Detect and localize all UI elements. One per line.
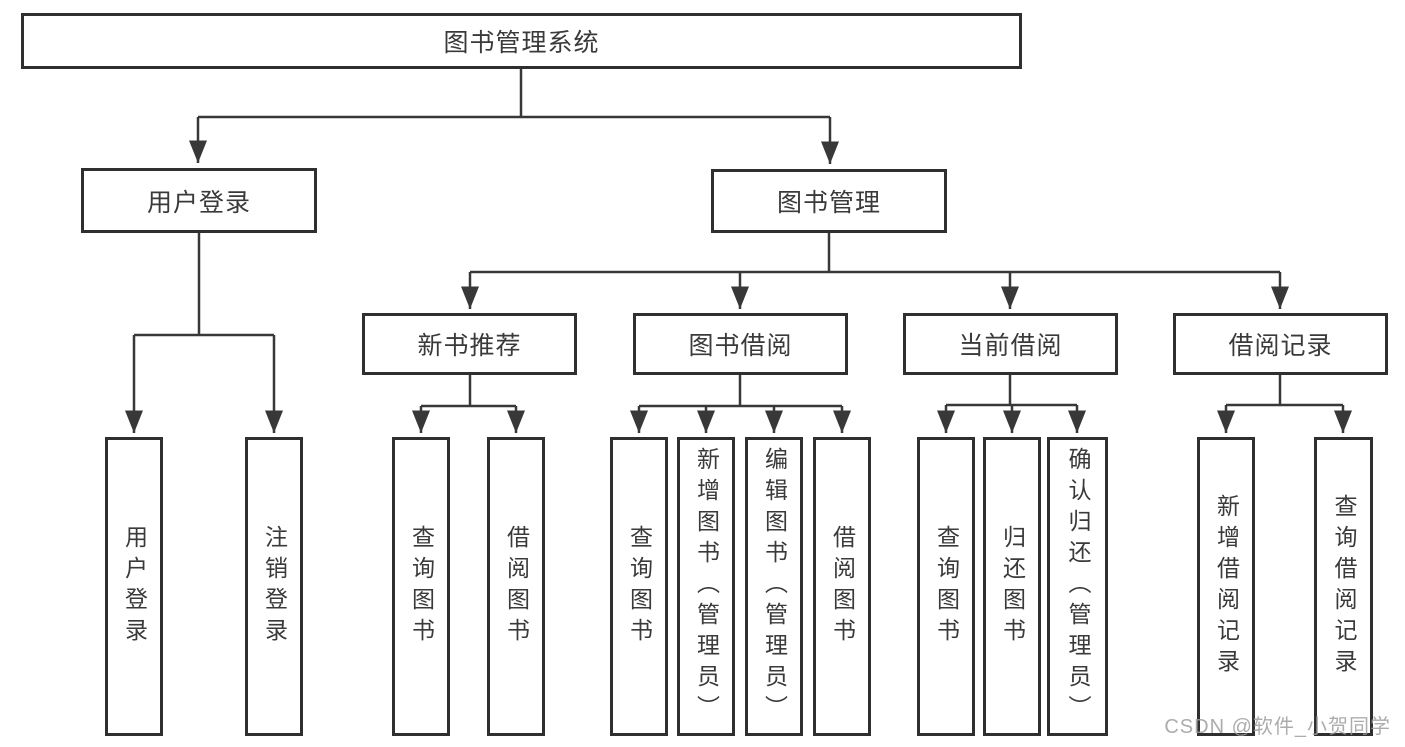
leaf-user-login: 用户登录 [105, 437, 163, 736]
leaf-label: 借阅图书 [829, 524, 856, 649]
node-user-login: 用户登录 [81, 168, 317, 233]
leaf-label: 查询图书 [626, 524, 653, 649]
leaf-query-books-current: 查询图书 [917, 437, 975, 736]
leaf-label: 注销登录 [261, 524, 288, 649]
node-label: 借阅记录 [1228, 332, 1333, 360]
leaf-borrow-books-recommend: 借阅图书 [487, 437, 545, 736]
leaf-label: 查询图书 [408, 524, 435, 649]
leaf-return-books: 归还图书 [983, 437, 1041, 736]
node-borrow-records: 借阅记录 [1173, 313, 1388, 375]
leaf-label: 用户登录 [121, 524, 148, 649]
leaf-label: 新增图书（管理员） [693, 447, 720, 726]
node-book-management: 图书管理 [711, 169, 947, 233]
leaf-query-books-borrow: 查询图书 [610, 437, 668, 736]
leaf-add-borrow-record: 新增借阅记录 [1197, 437, 1255, 736]
leaf-label: 查询图书 [933, 524, 960, 649]
node-current-borrow: 当前借阅 [903, 313, 1118, 375]
node-label: 图书管理 [776, 189, 881, 217]
leaf-label: 查询借阅记录 [1331, 493, 1357, 680]
node-label: 用户登录 [146, 188, 251, 217]
leaf-label: 新增借阅记录 [1213, 493, 1240, 680]
node-label: 当前借阅 [958, 332, 1063, 360]
leaf-borrow-books: 借阅图书 [813, 437, 871, 736]
leaf-edit-books-admin: 编辑图书（管理员） [745, 437, 803, 736]
leaf-add-books-admin: 新增图书（管理员） [677, 437, 735, 736]
leaf-query-books-recommend: 查询图书 [392, 437, 450, 736]
leaf-label: 确认归还（管理员） [1065, 447, 1091, 726]
leaf-label: 归还图书 [999, 524, 1026, 649]
node-label: 新书推荐 [417, 332, 522, 360]
leaf-confirm-return-admin: 确认归还（管理员） [1047, 437, 1108, 736]
node-library-system: 图书管理系统 [21, 13, 1022, 69]
node-book-borrow: 图书借阅 [633, 313, 848, 375]
node-label: 图书借阅 [688, 332, 793, 360]
leaf-logout: 注销登录 [245, 437, 303, 736]
csdn-watermark: CSDN @软件_小贺同学 [1164, 716, 1391, 738]
leaf-label: 借阅图书 [503, 524, 530, 649]
leaf-label: 编辑图书（管理员） [761, 447, 788, 726]
node-new-book-recommend: 新书推荐 [362, 313, 577, 375]
node-label: 图书管理系统 [443, 29, 600, 57]
leaf-query-borrow-record: 查询借阅记录 [1314, 437, 1373, 736]
